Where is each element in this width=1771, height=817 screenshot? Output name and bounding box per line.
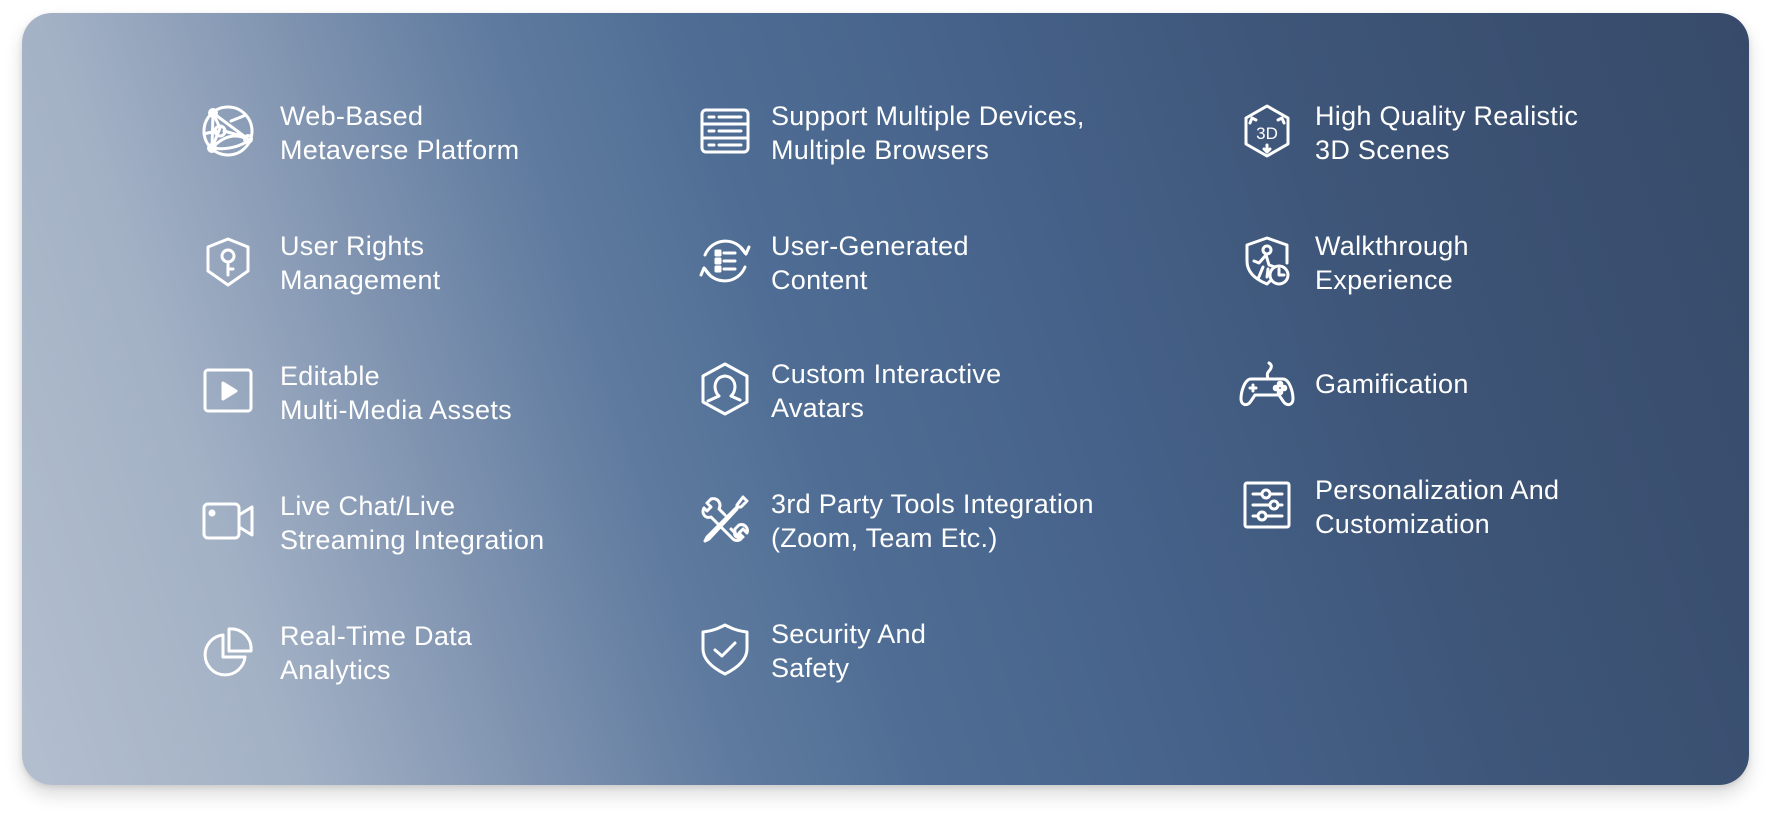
feature-3d-scenes: 3D High Quality Realistic 3D Scenes xyxy=(1237,101,1578,165)
feature-live-chat: Live Chat/Live Streaming Integration xyxy=(198,491,544,555)
feature-web-based: Web-Based Metaverse Platform xyxy=(198,101,519,165)
hexagon-3d-icon: 3D xyxy=(1237,101,1297,161)
gamepad-icon xyxy=(1237,355,1297,415)
shield-key-icon xyxy=(198,231,258,291)
play-video-icon xyxy=(198,361,258,421)
svg-text:3D: 3D xyxy=(1256,124,1278,143)
server-list-icon xyxy=(695,101,755,161)
feature-label: Support Multiple Devices, Multiple Brows… xyxy=(771,101,1085,165)
sliders-icon xyxy=(1237,475,1297,535)
refresh-list-icon xyxy=(695,231,755,291)
feature-label: 3rd Party Tools Integration (Zoom, Team … xyxy=(771,489,1094,553)
feature-label: Custom Interactive Avatars xyxy=(771,359,1002,423)
feature-label: Live Chat/Live Streaming Integration xyxy=(280,491,545,555)
feature-user-rights: User Rights Management xyxy=(198,231,440,295)
video-camera-icon xyxy=(198,491,258,551)
shield-check-icon xyxy=(695,619,755,679)
feature-label: Walkthrough Experience xyxy=(1315,231,1469,295)
feature-label: User Rights Management xyxy=(280,231,441,295)
feature-label: Personalization And Customization xyxy=(1315,475,1560,539)
feature-editable-media: Editable Multi-Media Assets xyxy=(198,361,512,425)
feature-multi-device: Support Multiple Devices, Multiple Brows… xyxy=(695,101,1084,165)
feature-label: Real-Time Data Analytics xyxy=(280,621,473,685)
feature-avatars: Custom Interactive Avatars xyxy=(695,359,1001,423)
hexagon-user-icon xyxy=(695,359,755,419)
features-card: Web-Based Metaverse Platform User Rights… xyxy=(22,13,1749,785)
pie-chart-icon xyxy=(198,621,258,681)
feature-third-party: 3rd Party Tools Integration (Zoom, Team … xyxy=(695,489,1093,553)
feature-label: Gamification xyxy=(1315,369,1469,399)
feature-gamification: Gamification xyxy=(1237,355,1468,415)
feature-personalization: Personalization And Customization xyxy=(1237,475,1559,539)
feature-label: Web-Based Metaverse Platform xyxy=(280,101,520,165)
feature-label: User-Generated Content xyxy=(771,231,969,295)
feature-ugc: User-Generated Content xyxy=(695,231,968,295)
shield-walker-icon xyxy=(1237,231,1297,291)
network-globe-icon xyxy=(198,101,258,161)
feature-analytics: Real-Time Data Analytics xyxy=(198,621,472,685)
feature-walkthrough: Walkthrough Experience xyxy=(1237,231,1469,295)
feature-security: Security And Safety xyxy=(695,619,926,683)
tools-icon xyxy=(695,489,755,549)
feature-label: High Quality Realistic 3D Scenes xyxy=(1315,101,1579,165)
feature-label: Security And Safety xyxy=(771,619,927,683)
feature-label: Editable Multi-Media Assets xyxy=(280,361,512,425)
